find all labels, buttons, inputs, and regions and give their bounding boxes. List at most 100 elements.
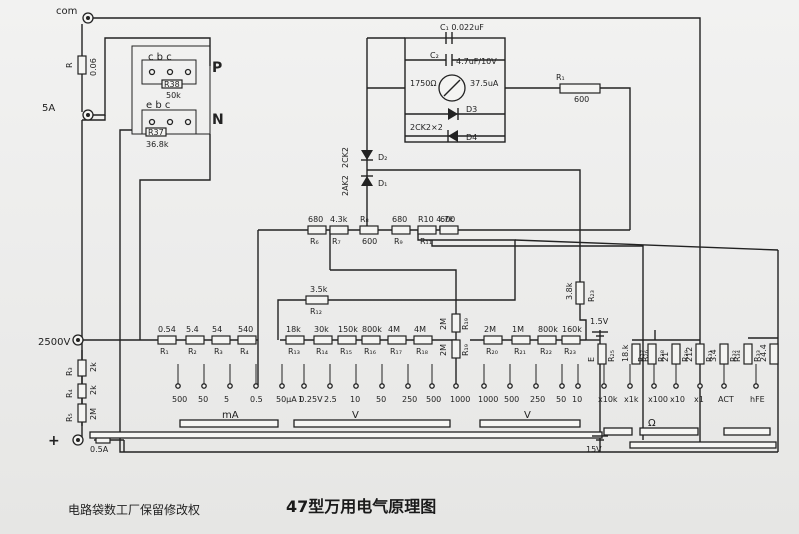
ac_resistors-value-3: 160k [562, 325, 582, 334]
ohm-ref-4: R₃₁ [705, 350, 714, 362]
diodes-d1-d2: 2CK2 D₂ 2AK2 D₁ [341, 147, 387, 196]
switch-label-ohm-3: x10 [670, 395, 685, 404]
switch-label-ohm-0: x10k [598, 395, 618, 404]
resistor-r3-left [77, 359, 87, 377]
switch-label-ma-3: 0.5 [250, 395, 263, 404]
resistor-r-top-label: R [65, 62, 74, 68]
resistor-right-ref: R₂₃ [587, 290, 596, 302]
v_resistors-ref-1: R₁₄ [316, 347, 328, 356]
upper-resistor-ref-3: R₉ [394, 237, 403, 246]
ma_resistors-ref-0: R₁ [160, 347, 169, 356]
switch-label-ma-0: 500 [172, 395, 187, 404]
ohm-value-5: 3.4 [709, 349, 718, 362]
resistor-r5-left-label: R₅ [65, 413, 74, 422]
ac_resistors-resistor-2 [537, 335, 557, 345]
resistor-r3-left-label: R₃ [65, 367, 74, 376]
switch-contact-acv-0[interactable] [481, 383, 487, 389]
ohm-ref-6: R₃₃ [753, 350, 762, 362]
ohm-value-6: R₃₄ [733, 350, 742, 362]
ma_resistors-resistor-2 [211, 335, 231, 345]
switch-contact-dcv-6[interactable] [453, 383, 459, 389]
switch-contact-ohm-3[interactable] [673, 383, 679, 389]
ac_resistors-resistor-3 [561, 335, 581, 345]
ac_resistors-ref-2: R₂₂ [540, 347, 552, 356]
terminals: com 5A 2500V + [38, 6, 94, 449]
switch-label-extra-0: ACT [718, 395, 734, 404]
switch-contact-ma-4[interactable] [279, 383, 285, 389]
switch-contact-dcv-1[interactable] [327, 383, 333, 389]
resistor-right-group: 3.8k R₂₃ [565, 281, 596, 305]
diode-d2-type: 2CK2 [341, 147, 350, 168]
bar-label-dcv: V [352, 410, 359, 421]
upper-resistor-2 [359, 225, 379, 235]
switch-contact-extra-1[interactable] [753, 383, 759, 389]
v_resistors-resistor-2 [337, 335, 357, 345]
v_resistors-value-1: 30k [314, 325, 329, 334]
ma_resistors-resistor-3 [237, 335, 257, 345]
upper-resistor-value-4: R10 4.7k [418, 215, 454, 224]
switch-label-ohm-4: x1 [694, 395, 704, 404]
switch-contact-ohm-0[interactable] [601, 383, 607, 389]
ohm-resistor-0 [597, 343, 607, 365]
switch-contact-extra-0[interactable] [721, 383, 727, 389]
v_resistors-ref-5: R₁₈ [416, 347, 428, 356]
vert-2m-resistor-1 [451, 339, 461, 359]
vert-2m-value-0: 2M [439, 318, 448, 330]
resistor-r5-left-value: 2M [89, 408, 98, 420]
diode-d4-label: D4 [466, 133, 477, 142]
battery-2-label: 15V [586, 445, 602, 454]
meter-block: C₁ 0.022uF C₂ 4.7uF/10V 1750Ω 37.5uA D3 … [405, 23, 601, 142]
v_resistors-ref-3: R₁₆ [364, 347, 376, 356]
bar-ohm [639, 427, 699, 436]
switch-contact-acv-4[interactable] [575, 383, 581, 389]
switch-contact-ma-3[interactable] [253, 383, 259, 389]
resistor-r38-label: R38 [164, 80, 180, 89]
ohm-ref-3: R₂₉ [681, 350, 690, 362]
battery: 1.5V 15V [586, 317, 609, 454]
switch-contact-ohm-2[interactable] [651, 383, 657, 389]
switch-label-acv-3: 50 [556, 395, 566, 404]
switch-contact-ohm-1[interactable] [627, 383, 633, 389]
ma_resistors-ref-1: R₂ [188, 347, 197, 356]
ac_resistors-resistor-1 [511, 335, 531, 345]
switch-contact-dcv-5[interactable] [429, 383, 435, 389]
ma_resistors-resistor-1 [185, 335, 205, 345]
ohm-ref-1: R₂₆ [641, 350, 650, 362]
switch-contact-dcv-4[interactable] [405, 383, 411, 389]
ohm-ref-2: R₂₈ [657, 350, 666, 362]
switch-contact-acv-3[interactable] [559, 383, 565, 389]
switch-contact-ma-1[interactable] [201, 383, 207, 389]
meter-resistance: 1750Ω [410, 79, 436, 88]
switch-contact-ma-0[interactable] [175, 383, 181, 389]
upper-resistor-value-3: 680 [392, 215, 407, 224]
switch-label-extra-1: hFE [750, 395, 765, 404]
switch-contact-dcv-0[interactable] [301, 383, 307, 389]
switch-label-ma-2: 5 [224, 395, 229, 404]
switch-contact-ohm-4[interactable] [697, 383, 703, 389]
vert-2m-ref-0: R₁₉ [461, 318, 470, 330]
resistor-r4-left-value: 2k [89, 385, 98, 395]
switch-contact-dcv-2[interactable] [353, 383, 359, 389]
resistor-r4-left [77, 383, 87, 399]
switch-contact-acv-2[interactable] [533, 383, 539, 389]
upper-resistor-3 [391, 225, 411, 235]
switch-contact-ma-2[interactable] [227, 383, 233, 389]
capacitor-c1-label: C₁ 0.022uF [440, 23, 484, 32]
resistor-r38-value: 50k [166, 91, 181, 100]
switch-label-dcv-6: 1000 [450, 395, 470, 404]
ac_resistors-ref-1: R₂₁ [514, 347, 526, 356]
resistor-r38 [161, 79, 183, 89]
terminal-2500v-label: 2500V [38, 337, 70, 348]
bar-label-ma: mA [222, 410, 239, 421]
switch-contact-acv-1[interactable] [507, 383, 513, 389]
bar-common [89, 431, 603, 439]
ma_resistors-value-1: 5.4 [186, 325, 199, 334]
upper-resistor-ref-1: R₇ [332, 237, 341, 246]
resistor-right [575, 281, 585, 305]
upper-resistor-5 [439, 225, 459, 235]
switch-contact-dcv-3[interactable] [379, 383, 385, 389]
switch-label-acv-0: 1000 [478, 395, 498, 404]
socket-p-label: P [212, 60, 222, 76]
